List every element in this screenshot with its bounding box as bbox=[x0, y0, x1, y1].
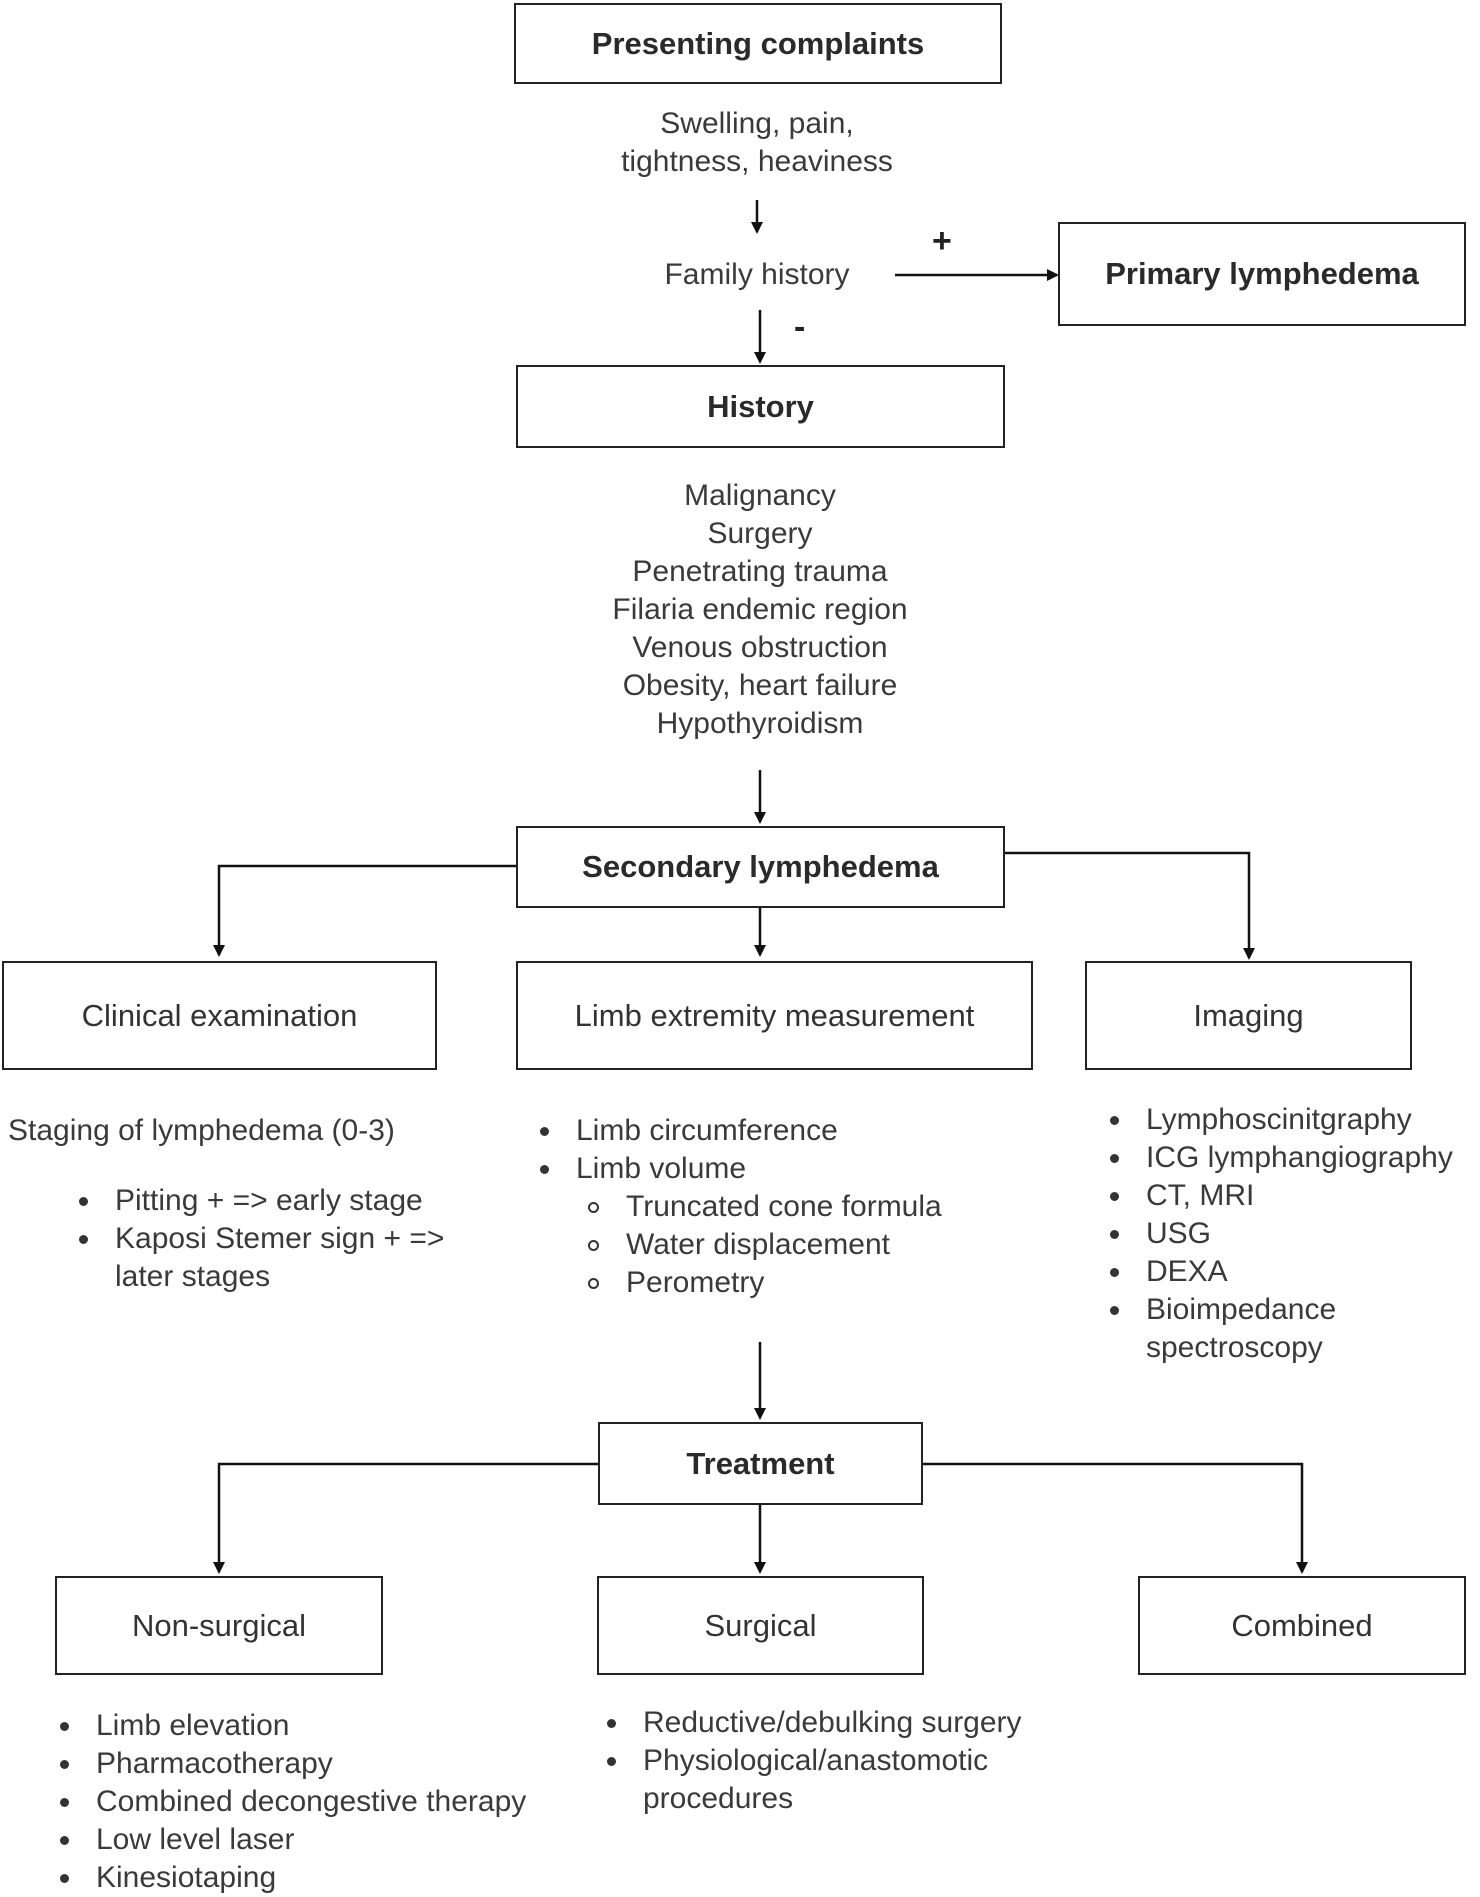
presenting-complaints-box: Presenting complaints bbox=[514, 3, 1002, 84]
list-item: ICG lymphangiography bbox=[1104, 1139, 1480, 1177]
surgical-title: Surgical bbox=[704, 1607, 817, 1643]
treatment-title: Treatment bbox=[686, 1445, 835, 1481]
limb-volume-sublist: Truncated cone formula Water displacemen… bbox=[576, 1188, 1054, 1302]
arrow-treatment-to-combined bbox=[923, 1462, 1308, 1574]
list-item: USG bbox=[1104, 1215, 1480, 1253]
symptoms-text: Swelling, pain, tightness, heaviness bbox=[557, 105, 957, 181]
history-item: Malignancy bbox=[684, 479, 836, 512]
list-item: Limb volume Truncated cone formula Water… bbox=[534, 1150, 1054, 1302]
sub-list-item: Perometry bbox=[576, 1264, 1054, 1302]
non-surgical-title: Non-surgical bbox=[131, 1607, 306, 1643]
list-item: Limb circumference bbox=[534, 1112, 1054, 1150]
list-item: Limb elevation bbox=[54, 1707, 574, 1745]
limb-measurement-title: Limb extremity measurement bbox=[574, 997, 975, 1033]
list-item-line: spectroscopy bbox=[1146, 1331, 1323, 1364]
clinical-list: Pitting + => early stage Kaposi Stemer s… bbox=[73, 1182, 513, 1296]
primary-lymphedema-box: Primary lymphedema bbox=[1058, 222, 1466, 326]
limb-list: Limb circumference Limb volume Truncated… bbox=[534, 1112, 1054, 1302]
list-item-line: Physiological/anastomotic bbox=[643, 1744, 989, 1777]
positive-sign: + bbox=[932, 222, 952, 260]
list-item: Low level laser bbox=[54, 1821, 574, 1859]
secondary-lymphedema-box: Secondary lymphedema bbox=[516, 826, 1005, 908]
sub-list-item: Water displacement bbox=[576, 1226, 1054, 1264]
treatment-box: Treatment bbox=[598, 1422, 923, 1505]
surgical-box: Surgical bbox=[597, 1576, 924, 1675]
history-risk-factors: Malignancy Surgery Penetrating trauma Fi… bbox=[510, 477, 1010, 743]
history-item: Penetrating trauma bbox=[632, 555, 888, 588]
list-item-line: procedures bbox=[643, 1782, 794, 1815]
sub-list-item: Truncated cone formula bbox=[576, 1188, 1054, 1226]
combined-box: Combined bbox=[1138, 1576, 1466, 1675]
list-item-line: Bioimpedance bbox=[1146, 1293, 1337, 1326]
surgical-list: Reductive/debulking surgery Physiologica… bbox=[601, 1704, 1081, 1818]
list-item: CT, MRI bbox=[1104, 1177, 1480, 1215]
symptoms-line: Swelling, pain, bbox=[660, 107, 854, 140]
limb-measurement-box: Limb extremity measurement bbox=[516, 961, 1033, 1070]
list-item: Physiological/anastomotic procedures bbox=[601, 1742, 1081, 1818]
family-history-label: Family history bbox=[664, 258, 850, 291]
history-item: Obesity, heart failure bbox=[622, 669, 898, 702]
list-item: Bioimpedance spectroscopy bbox=[1104, 1291, 1480, 1367]
list-item: Pitting + => early stage bbox=[73, 1182, 513, 1220]
list-item-line: later stages bbox=[115, 1260, 271, 1293]
history-item: Filaria endemic region bbox=[612, 593, 908, 626]
staging-text: Staging of lymphedema (0-3) bbox=[8, 1114, 395, 1147]
list-item-line: Limb volume bbox=[576, 1152, 747, 1185]
history-item: Venous obstruction bbox=[632, 631, 888, 664]
clinical-examination-title: Clinical examination bbox=[81, 997, 358, 1033]
list-item-line: Kaposi Stemer sign + => bbox=[115, 1222, 445, 1255]
imaging-list: Lymphoscinitgraphy ICG lymphangiography … bbox=[1104, 1101, 1480, 1367]
list-item: Lymphoscinitgraphy bbox=[1104, 1101, 1480, 1139]
list-item: Reductive/debulking surgery bbox=[601, 1704, 1081, 1742]
list-item: Combined decongestive therapy bbox=[54, 1783, 574, 1821]
list-item: DEXA bbox=[1104, 1253, 1480, 1291]
list-item: Pharmacotherapy bbox=[54, 1745, 574, 1783]
presenting-complaints-title: Presenting complaints bbox=[591, 25, 925, 61]
history-title: History bbox=[707, 388, 814, 424]
arrow-secondary-to-imaging bbox=[1005, 851, 1255, 960]
imaging-box: Imaging bbox=[1085, 961, 1412, 1070]
list-item: Kinesiotaping bbox=[54, 1859, 574, 1897]
symptoms-line: tightness, heaviness bbox=[621, 145, 893, 178]
secondary-lymphedema-title: Secondary lymphedema bbox=[582, 849, 939, 884]
list-item: Kaposi Stemer sign + => later stages bbox=[73, 1220, 513, 1296]
clinical-examination-box: Clinical examination bbox=[2, 961, 437, 1070]
history-item: Surgery bbox=[707, 517, 813, 550]
history-box: History bbox=[516, 365, 1005, 448]
primary-lymphedema-title: Primary lymphedema bbox=[1105, 256, 1419, 291]
imaging-title: Imaging bbox=[1193, 997, 1304, 1033]
arrow-secondary-to-clinical bbox=[213, 864, 516, 957]
history-item: Hypothyroidism bbox=[656, 707, 864, 740]
negative-sign: - bbox=[794, 308, 806, 346]
combined-title: Combined bbox=[1231, 1607, 1373, 1643]
arrow-treatment-to-nonsurgical bbox=[213, 1462, 598, 1574]
non-surgical-box: Non-surgical bbox=[55, 1576, 383, 1675]
non-surgical-list: Limb elevation Pharmacotherapy Combined … bbox=[54, 1707, 574, 1897]
